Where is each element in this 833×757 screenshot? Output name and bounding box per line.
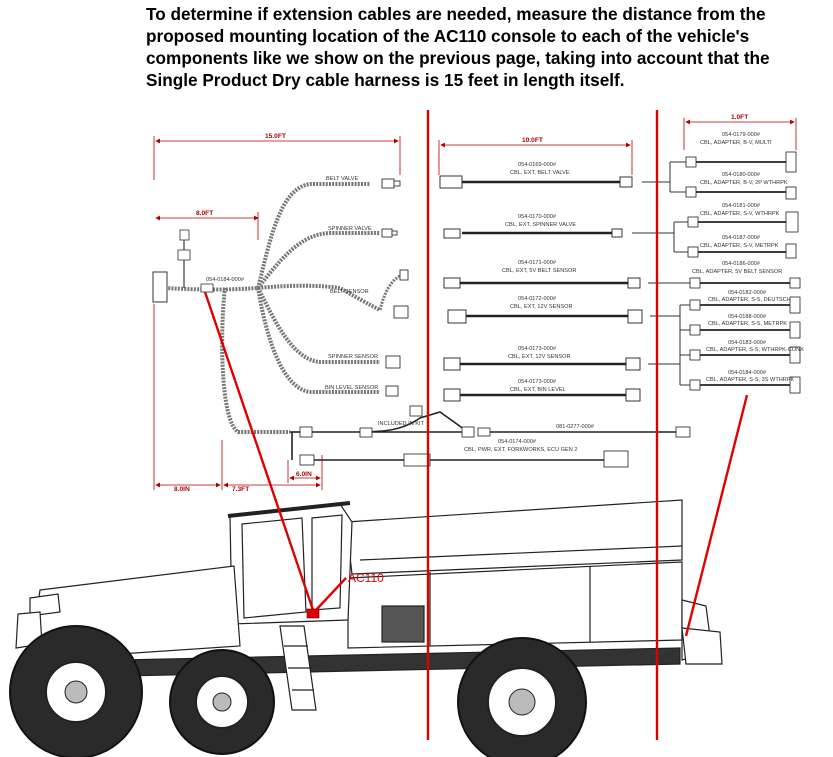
- dim-short-branch: 8.0FT: [196, 210, 213, 217]
- ext-5-desc: CBL, EXT, 12V SENSOR: [508, 354, 571, 360]
- adapter-4-desc: CBL, ADAPTER, S-V, METRPK: [700, 243, 779, 249]
- adapter-7-part: 054-0188-000#: [728, 314, 767, 320]
- adapter-8-desc: CBL, ADAPTER, S-S, WTHRPK-CONX: [706, 347, 804, 353]
- adapter-5-part: 054-0186-000#: [722, 261, 761, 267]
- ext-2-desc: CBL, EXT, SPINNER VALVE: [505, 222, 576, 228]
- adapter-cables: [696, 161, 790, 386]
- adapter-9-desc: CBL, ADAPTER, S-S, 3S WTHRPK: [706, 377, 795, 383]
- branch-connectors: [381, 178, 409, 397]
- dim-bottom-mid: 7.3FT: [232, 486, 249, 493]
- dim-harness-length: 15.0FT: [265, 133, 286, 140]
- dimension-lines: [153, 118, 797, 490]
- ext-6-desc: CBL, EXT, BIN LEVEL: [510, 387, 566, 393]
- adapter-bracket-lines: [632, 161, 690, 386]
- ext-5-part: 054-0173-000#: [518, 346, 557, 352]
- dim-bottom-left: 8.0IN: [174, 486, 190, 493]
- ext-1-desc: CBL, EXT, BELT VALVE: [510, 170, 570, 176]
- adapter-3-part: 054-0181-000#: [722, 203, 761, 209]
- ext-3-part: 054-0171-000#: [518, 260, 557, 266]
- dim-bottom-small: 6.0IN: [296, 471, 312, 478]
- branch-belt-sensor: BELT SENSOR: [330, 289, 369, 295]
- power-cable-part: 081-0277-000#: [556, 424, 595, 430]
- included-in-kit-label: INCLUDED IN KIT: [378, 421, 425, 427]
- ext-1-part: 054-0169-000#: [518, 162, 557, 168]
- adapter-2-desc: CBL, ADAPTER, B-V, 2P WTHRPK: [700, 180, 788, 186]
- adapter-6-desc: CBL, ADAPTER, S-S, DEUTSCH: [708, 297, 791, 303]
- ext-3-desc: CBL, EXT, 5V BELT SENSOR: [502, 268, 576, 274]
- ac110-label: AC110: [348, 571, 384, 585]
- adapter-8-part: 054-0183-000#: [728, 340, 767, 346]
- adapter-9-part: 054-0184-000#: [728, 370, 767, 376]
- ext-6-part: 054-0173-000#: [518, 379, 557, 385]
- adapter-5-desc: CBL, ADAPTER, 5V BELT SENSOR: [692, 269, 782, 275]
- intro-text: To determine if extension cables are nee…: [146, 4, 770, 90]
- ext-2-part: 054-0170-000#: [518, 214, 557, 220]
- red-marker-lines: [203, 110, 749, 740]
- adapter-7-desc: CBL, ADAPTER, S-S, METRPK: [708, 321, 787, 327]
- pwr-ext-part: 054-0174-000#: [498, 439, 537, 445]
- dim-adapter-length: 1.0FT: [731, 114, 748, 121]
- extension-cables: [460, 180, 628, 397]
- harness-console-connector: [152, 271, 168, 303]
- adapter-connectors: [685, 151, 801, 394]
- main-harness: [164, 182, 381, 434]
- pwr-ext-desc: CBL, PWR, EXT, FORKWORKS, ECU GEN 2: [464, 447, 577, 453]
- adapter-1-part: 054-0179-000#: [722, 132, 761, 138]
- adapter-4-part: 054-0187-000#: [722, 235, 761, 241]
- wheels: [9, 625, 587, 757]
- branch-belt-valve: BELT VALVE: [326, 176, 358, 182]
- branch-spinner-sensor: SPINNER SENSOR: [328, 354, 378, 360]
- harness-part-number: 054-0184-000#: [206, 277, 245, 283]
- branch-spinner-valve: SPINNER VALVE: [328, 226, 372, 232]
- ext-4-part: 054-0172-000#: [518, 296, 557, 302]
- ext-4-desc: CBL, EXT, 12V SENSOR: [510, 304, 573, 310]
- power-cables: [290, 411, 676, 461]
- ac110-console-marker: [306, 608, 320, 619]
- extension-connectors: [439, 175, 643, 402]
- adapter-1-desc: CBL, ADAPTER, B-V, MULTI: [700, 140, 772, 146]
- adapter-2-part: 054-0180-000#: [722, 172, 761, 178]
- branch-bin-level-sensor: BIN LEVEL SENSOR: [325, 385, 378, 391]
- power-connectors: [299, 405, 691, 468]
- dim-extension-length: 10.0FT: [522, 137, 543, 144]
- adapter-6-part: 054-0182-000#: [728, 290, 767, 296]
- adapter-3-desc: CBL, ADAPTER, S-V, WTHRPK: [700, 211, 780, 217]
